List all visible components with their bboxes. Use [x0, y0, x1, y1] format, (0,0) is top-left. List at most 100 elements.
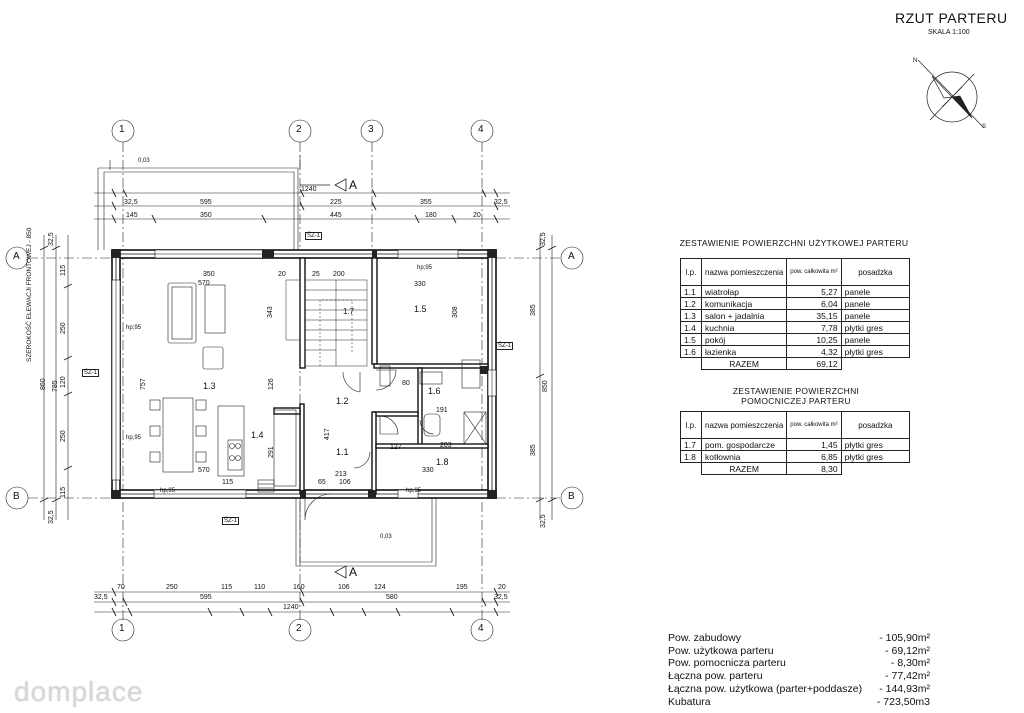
axis-label-4-bottom: 4 — [478, 623, 484, 634]
axis-bubble-2-bottom — [288, 618, 312, 642]
dim-bot-b4: 110 — [254, 584, 266, 591]
dim-top-b1: 145 — [126, 212, 138, 219]
dim-in-291: 291 — [268, 446, 275, 458]
dim-bot-a3: 580 — [386, 594, 398, 601]
summary-row: Kubatura- 723,50m3 — [668, 695, 930, 708]
dim-bot-a1: 32,5 — [94, 594, 108, 601]
axis-bubble-4-bottom — [470, 618, 494, 642]
axis-bubble-b-right — [560, 486, 584, 510]
axis-label-1-bottom: 1 — [119, 623, 125, 634]
axis-label-2-top: 2 — [296, 124, 302, 135]
dim-top-a1: 32,5 — [124, 199, 138, 206]
axis-label-b-left: B — [13, 491, 20, 502]
axis-bubble-b-left — [5, 486, 29, 510]
room-1-2: 1.2 — [336, 396, 349, 406]
dim-in-126: 126 — [268, 378, 275, 390]
dim-right-a2: 385 — [530, 304, 537, 316]
th-area: pow. całkowita m² — [786, 411, 842, 439]
room-1-1: 1.1 — [336, 447, 349, 457]
sz1-tag-bottom: ŚZ-1 — [222, 517, 240, 525]
dim-top-a4: 355 — [420, 199, 432, 206]
furniture — [149, 282, 487, 493]
compass-n: N — [913, 58, 918, 64]
dim-in-213: 213 — [335, 471, 347, 478]
axis-label-a-right: A — [568, 251, 575, 262]
sz1-tag-top: ŚZ-1 — [305, 232, 323, 240]
room-1-8: 1.8 — [436, 457, 449, 467]
dim-left-b5: 115 — [60, 486, 67, 498]
compass-s: S — [982, 124, 987, 130]
summary-row: Łączna pow. parteru- 77,42m² — [668, 670, 930, 683]
dim-left-a1: 32,5 — [48, 232, 55, 246]
dim-bot-b2: 250 — [166, 584, 178, 591]
dim-bot-b7: 124 — [374, 584, 386, 591]
dim-top-a3: 225 — [330, 199, 342, 206]
axis-label-a-left: A — [13, 251, 20, 262]
dim-bot-b9: 20 — [498, 584, 506, 591]
dim-bot-a4: 32,5 — [494, 594, 508, 601]
dim-in-570-bot: 570 — [198, 467, 210, 474]
axis-bubble-1-bottom — [111, 618, 135, 642]
section-label-bottom: A — [349, 565, 358, 579]
dim-in-25: 25 — [312, 271, 320, 278]
dim-in-65: 65 — [318, 479, 326, 486]
dim-top-b4: 180 — [425, 212, 437, 219]
dim-top-b2: 350 — [200, 212, 212, 219]
dim-in-106: 106 — [339, 479, 351, 486]
dim-left-a3: 32,5 — [48, 510, 55, 524]
dim-top-b5: 20 — [473, 212, 481, 219]
dim-left-b-total: 860 — [40, 378, 47, 390]
watermark-logo: domplace — [14, 676, 144, 707]
dim-in-417: 417 — [324, 428, 331, 440]
th-name: nazwa pomieszczenia — [700, 411, 788, 439]
dim-bot-b8: 195 — [456, 584, 468, 591]
section-label-top: A — [349, 178, 358, 192]
axis-label-b-right: B — [568, 491, 575, 502]
table-usable: l.p. nazwa pomieszczenia pow. całkowita … — [680, 258, 911, 370]
dim-top-total: 1240 — [301, 186, 317, 193]
th-lp: l.p. — [680, 258, 702, 286]
dim-in-115: 115 — [222, 479, 234, 486]
dim-in-80: 80 — [402, 380, 410, 387]
th-lp: l.p. — [680, 411, 702, 439]
dim-left-b4: 250 — [60, 430, 67, 442]
dim-top-a5: 32,5 — [494, 199, 508, 206]
dim-in-191: 191 — [436, 407, 448, 414]
offset-label-top: 0,03 — [138, 158, 150, 164]
axis-label-1-top: 1 — [119, 124, 125, 135]
dim-in-570-top: 570 — [198, 280, 210, 287]
hp-label-1: hp;95 — [126, 325, 142, 331]
table-aux: l.p. nazwa pomieszczenia pow. całkowita … — [680, 411, 911, 475]
room-1-3: 1.3 — [203, 381, 216, 391]
dim-left-b2: 250 — [60, 322, 67, 334]
dim-top-a2: 595 — [200, 199, 212, 206]
axis-bubble-4-top — [470, 119, 494, 143]
dim-bot-b5: 160 — [293, 584, 305, 591]
room-1-4: 1.4 — [251, 430, 264, 440]
room-1-5: 1.5 — [414, 304, 427, 314]
summary-row: Pow. użytkowa parteru- 69,12m² — [668, 644, 930, 657]
dim-right-a3: 385 — [530, 444, 537, 456]
table-aux-caption-1: ZESTAWIENIE POWIERZCHNI — [732, 386, 860, 396]
th-floor: posadzka — [840, 258, 911, 286]
table-aux-caption-2: POMOCNICZEJ PARTERU — [741, 396, 851, 406]
hp-label-3: hp,95 — [160, 488, 176, 494]
area-summary: Pow. zabudowy- 105,90m² Pow. użytkowa pa… — [668, 632, 930, 708]
axis-label-4-top: 4 — [478, 124, 484, 135]
summary-row: Pow. pomocnicza parteru- 8,30m² — [668, 657, 930, 670]
doors — [304, 369, 435, 521]
dim-in-343: 343 — [267, 306, 274, 318]
summary-row: Pow. zabudowy- 105,90m² — [668, 632, 930, 644]
th-floor: posadzka — [840, 411, 911, 439]
dim-right-total: 850 — [542, 380, 549, 392]
dim-bot-b6: 106 — [338, 584, 350, 591]
